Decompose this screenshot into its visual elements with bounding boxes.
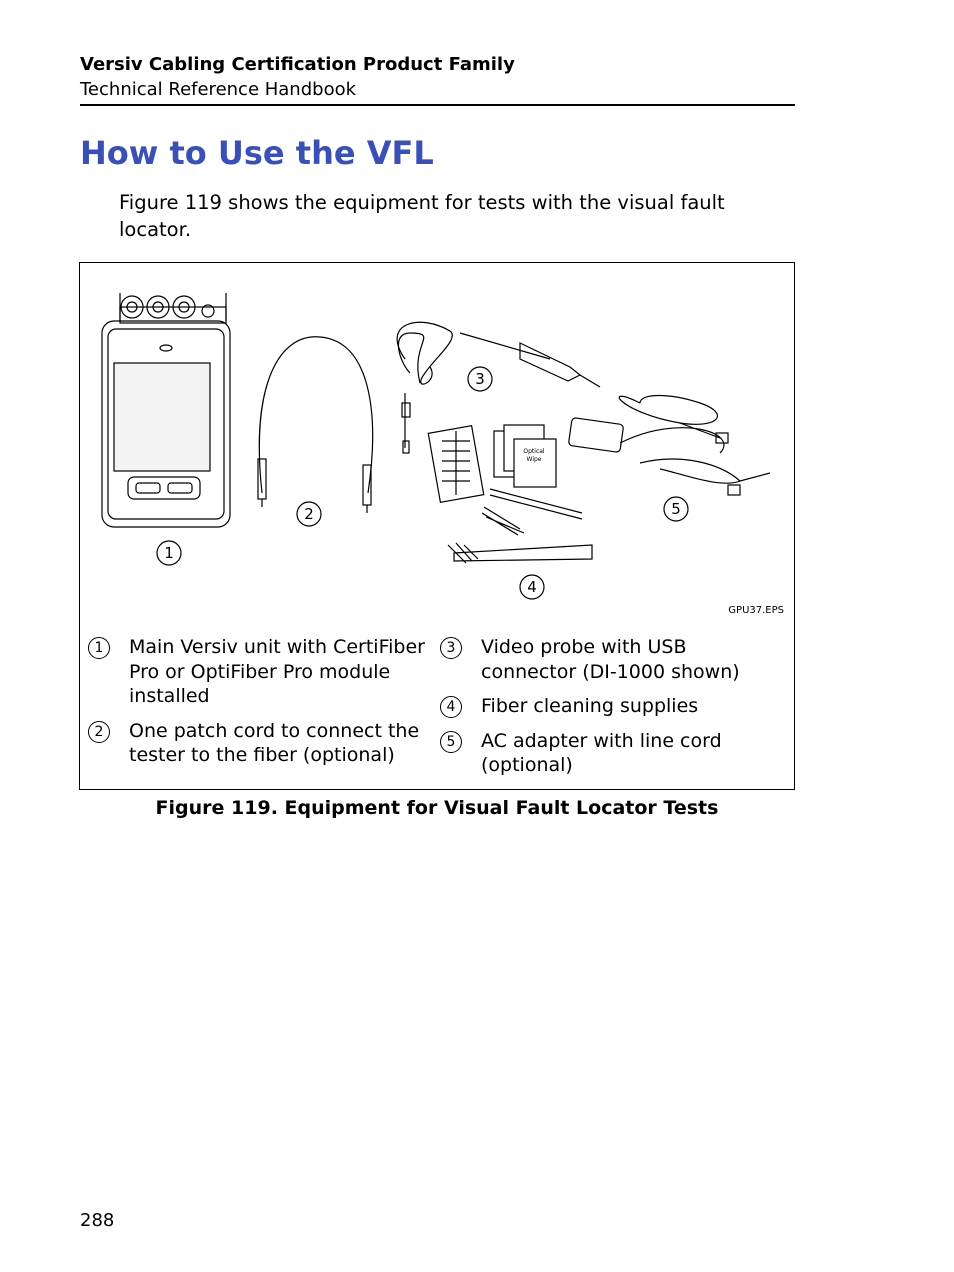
header-rule — [80, 104, 795, 106]
legend-item: 1 Main Versiv unit with CertiFiber Pro o… — [88, 635, 428, 709]
legend-number: 4 — [440, 696, 462, 718]
callout-5: 5 — [671, 500, 681, 518]
intro-paragraph: Figure 119 shows the equipment for tests… — [119, 189, 789, 243]
legend-text: AC adapter with line cord (optional) — [481, 730, 722, 777]
callout-1: 1 — [164, 544, 174, 562]
cleaning-supplies-drawing — [428, 425, 592, 563]
section-title: How to Use the VFL — [80, 134, 434, 172]
versiv-unit-drawing — [102, 293, 230, 527]
legend-text: One patch cord to connect the tester to … — [129, 720, 419, 767]
callout-2: 2 — [304, 505, 314, 523]
running-header-subtitle: Technical Reference Handbook — [80, 79, 356, 100]
figure-box: 1 2 3 4 5 Optical Wipe GPU37.EPS 1 Main … — [79, 262, 795, 790]
legend-column-right: 3 Video probe with USB connector (DI-100… — [440, 635, 780, 788]
legend-item: 3 Video probe with USB connector (DI-100… — [440, 635, 780, 684]
page-number: 288 — [80, 1210, 114, 1231]
legend-text: Fiber cleaning supplies — [481, 695, 698, 717]
legend-number: 1 — [88, 637, 110, 659]
legend-text: Main Versiv unit with CertiFiber Pro or … — [129, 636, 425, 707]
legend-item: 2 One patch cord to connect the tester t… — [88, 719, 428, 768]
legend-item: 5 AC adapter with line cord (optional) — [440, 729, 780, 778]
wipe-label-line1: Optical — [523, 448, 545, 455]
callout-3: 3 — [475, 370, 485, 388]
wipe-label-line2: Wipe — [527, 456, 542, 463]
figure-caption: Figure 119. Equipment for Visual Fault L… — [0, 797, 874, 819]
ac-adapter-drawing — [568, 396, 770, 496]
art-code: GPU37.EPS — [728, 605, 784, 616]
legend-text: Video probe with USB connector (DI-1000 … — [481, 636, 740, 683]
legend-column-left: 1 Main Versiv unit with CertiFiber Pro o… — [88, 635, 428, 778]
legend-number: 5 — [440, 731, 462, 753]
legend-number: 3 — [440, 637, 462, 659]
callout-4: 4 — [527, 578, 537, 596]
patch-cord-drawing — [258, 337, 373, 513]
legend-number: 2 — [88, 721, 110, 743]
equipment-illustration: 1 2 3 4 5 Optical Wipe — [80, 263, 794, 623]
legend-item: 4 Fiber cleaning supplies — [440, 694, 780, 719]
running-header-title: Versiv Cabling Certification Product Fam… — [80, 54, 515, 75]
